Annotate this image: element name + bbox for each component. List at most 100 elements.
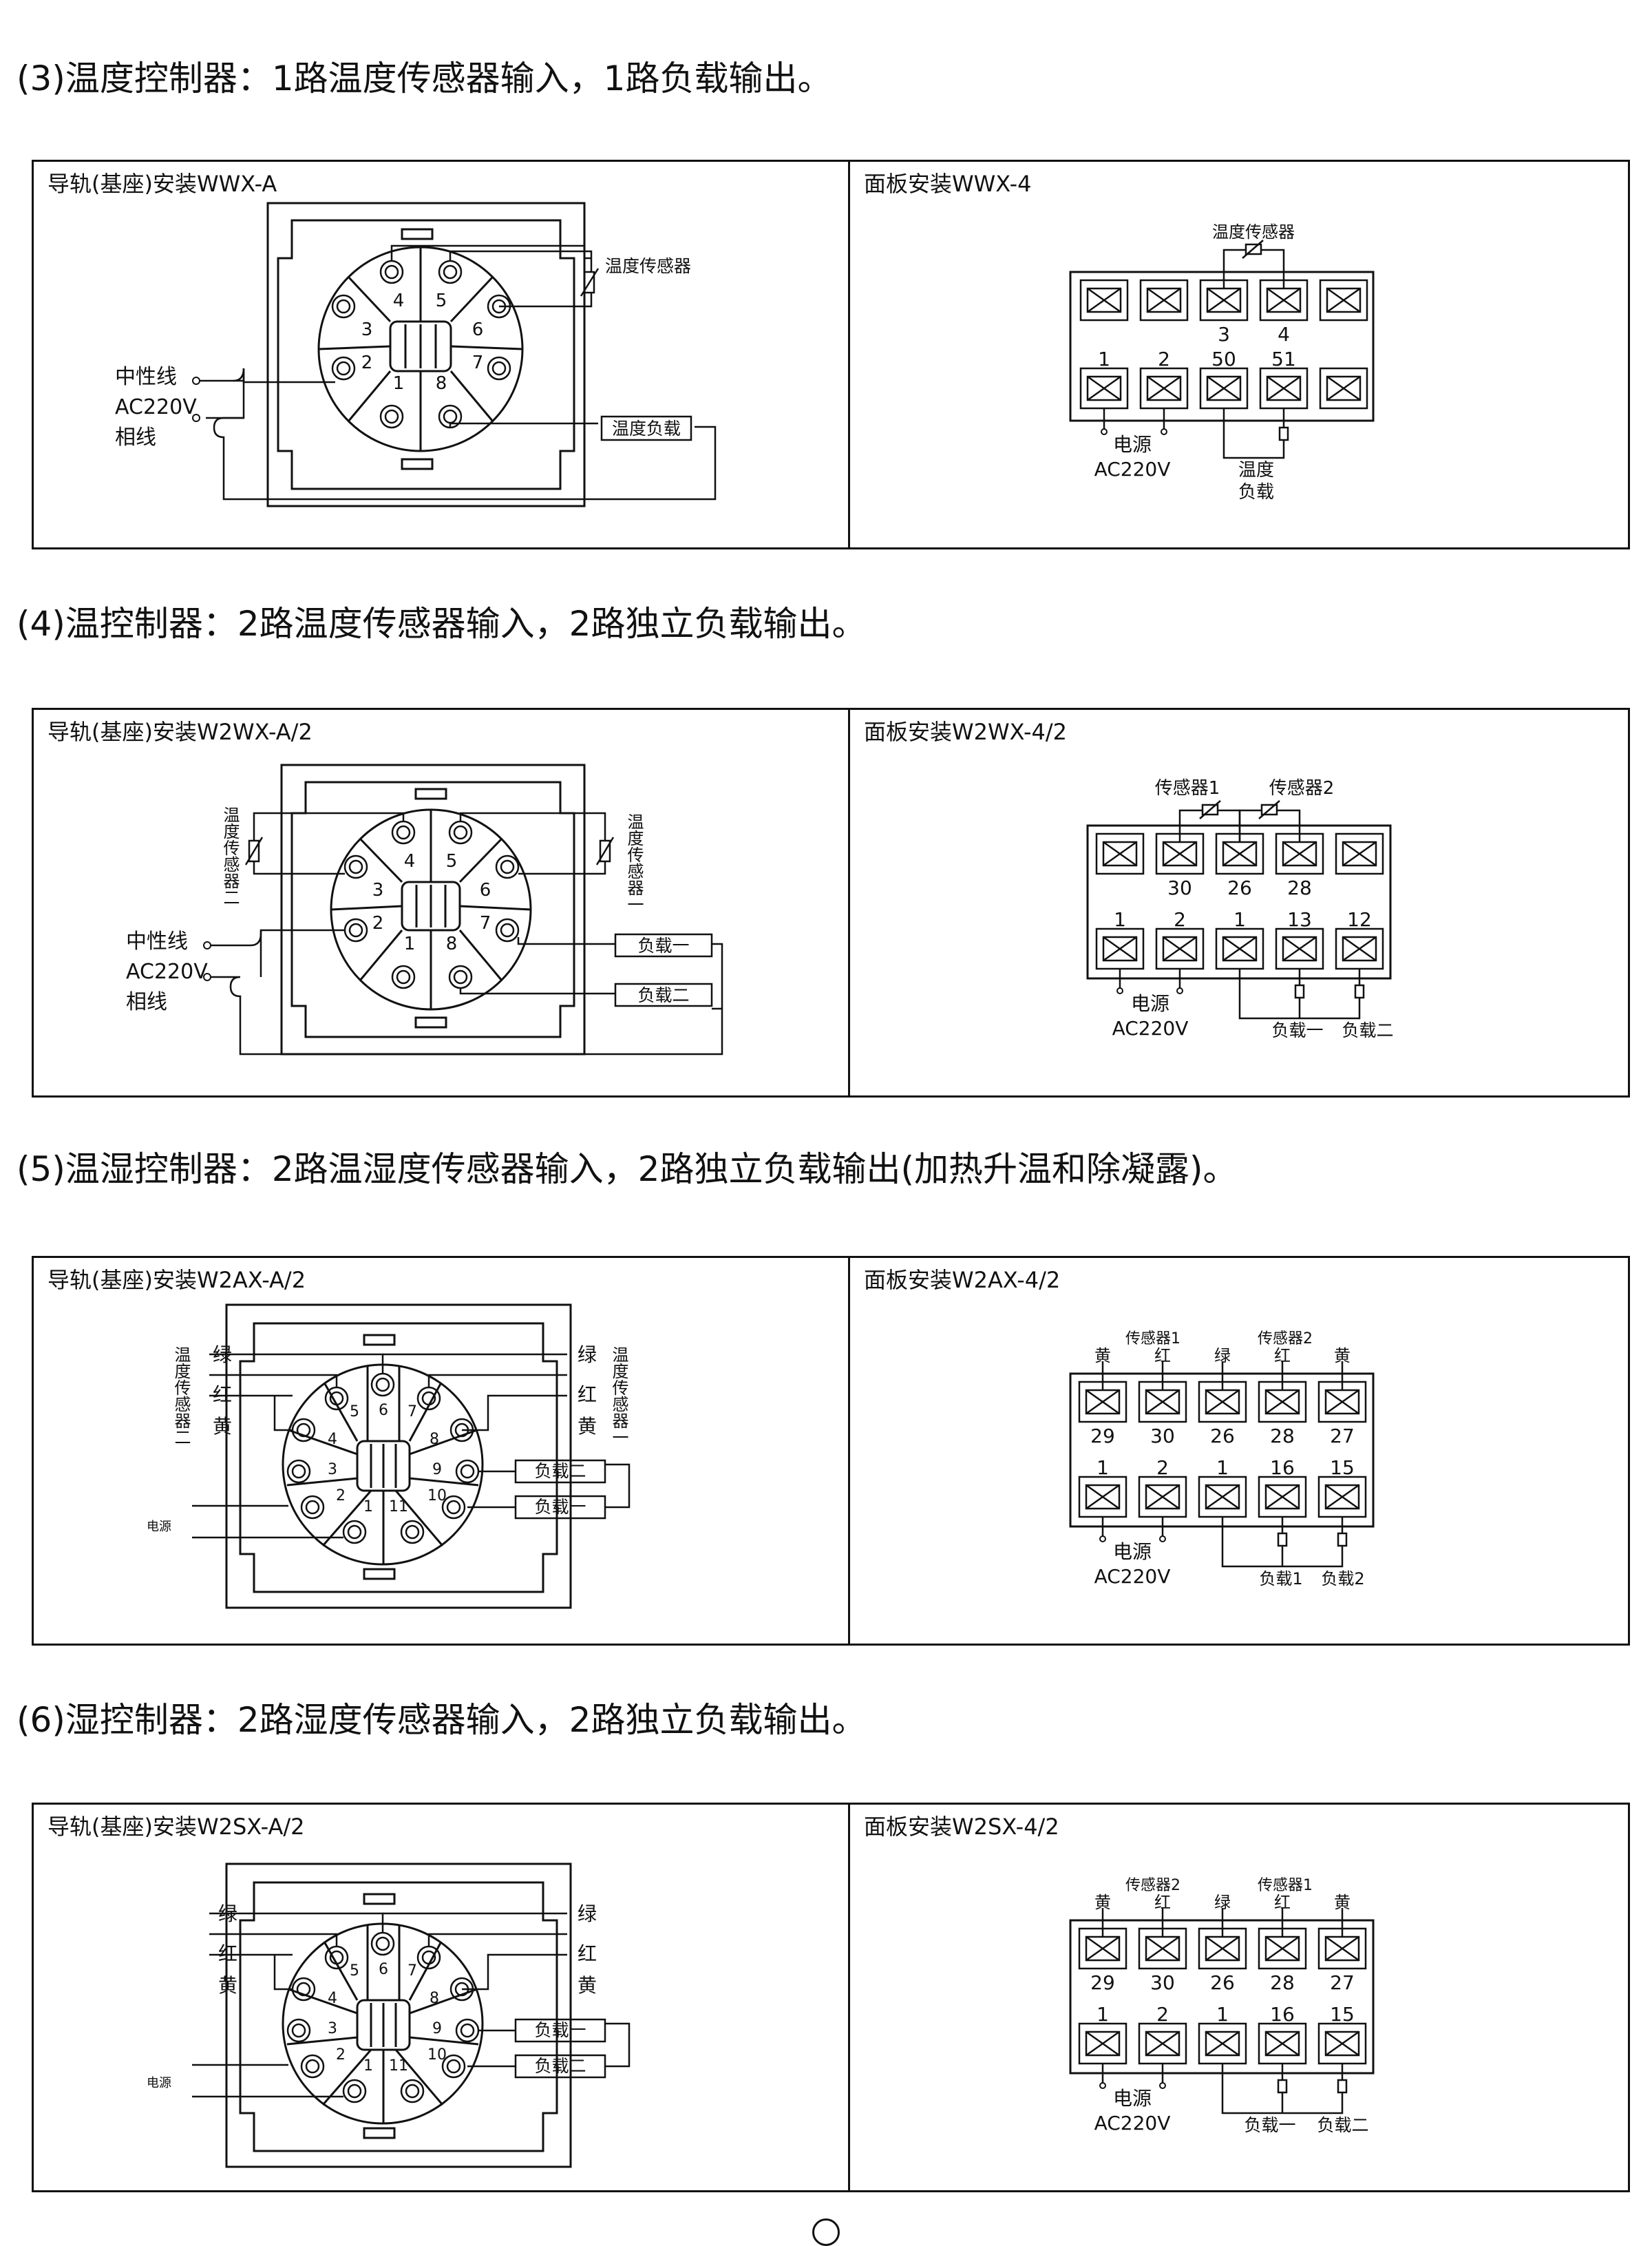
load-one-label: 负载一 bbox=[1271, 1020, 1323, 1040]
panel-title: 导轨(基座)安装WWX-A bbox=[47, 171, 277, 197]
terminal-number: 28 bbox=[1270, 1971, 1295, 1994]
load-two-label: 负载二 bbox=[637, 985, 689, 1005]
terminal-number: 30 bbox=[1150, 1425, 1175, 1447]
terminal-block bbox=[1069, 271, 1375, 422]
pin-number: 2 bbox=[336, 2046, 346, 2064]
pin-number: 3 bbox=[361, 319, 373, 340]
pin-number: 7 bbox=[407, 1403, 417, 1420]
load-one-box bbox=[514, 2018, 606, 2043]
panel-title: 导轨(基座)安装W2WX-A/2 bbox=[47, 719, 313, 745]
terminal-number: 29 bbox=[1090, 1971, 1115, 1994]
load-one-box bbox=[514, 1495, 606, 1520]
green-wire-label: 绿 bbox=[578, 1902, 597, 1925]
ac-label: AC220V bbox=[126, 960, 208, 984]
wire-color-label: 黄 bbox=[1334, 1893, 1351, 1912]
pin-number: 1 bbox=[363, 1498, 373, 1515]
thermistor-symbol bbox=[583, 271, 595, 294]
load-two-label: 负载二 bbox=[534, 2056, 586, 2076]
neutral-label: 中性线 bbox=[126, 930, 188, 954]
pin-number: 3 bbox=[328, 2020, 337, 2037]
wiring-diagram-8pin: 4 5 3 6 2 7 1 8 温度负载 bbox=[115, 202, 717, 507]
pin-number: 5 bbox=[350, 1962, 359, 1980]
terminal-number: 2 bbox=[1156, 1456, 1169, 1479]
terminal-number: 2 bbox=[1156, 2003, 1169, 2026]
rail-mount-diagram: 导轨(基座)安装W2AX-A/2 bbox=[34, 1258, 850, 1644]
load-two-label: 负载二 bbox=[534, 1461, 586, 1481]
sensor-label: 温度传感器 bbox=[1212, 222, 1295, 242]
terminal-number: 1 bbox=[1097, 1456, 1109, 1479]
terminal-number: 27 bbox=[1330, 1425, 1355, 1447]
bottom-terminals bbox=[1079, 367, 1368, 410]
rail-mount-diagram: 导轨(基座)安装W2SX-A/2 bbox=[34, 1805, 850, 2190]
wire-color-label: 红 bbox=[1274, 1346, 1291, 1365]
green-wire-label: 绿 bbox=[213, 1343, 232, 1366]
pin-number: 2 bbox=[361, 353, 373, 373]
terminal-number: 16 bbox=[1270, 2003, 1295, 2026]
sensor1-label: 传感器1 bbox=[1125, 1330, 1180, 1347]
section-4-diagram-row: 导轨(基座)安装W2WX-A/2 bbox=[32, 708, 1630, 1098]
pin-number: 6 bbox=[379, 1402, 388, 1419]
terminal-number: 3 bbox=[1218, 323, 1230, 346]
pin-number: 2 bbox=[336, 1487, 346, 1504]
load-one-label: 负载1 bbox=[1259, 1569, 1302, 1588]
pin-number: 7 bbox=[480, 913, 491, 934]
pin-number: 10 bbox=[427, 2046, 447, 2064]
panel-title: 面板安装WWX-4 bbox=[864, 171, 1032, 197]
phase-label: 相线 bbox=[115, 426, 156, 450]
pin-number: 4 bbox=[328, 1431, 337, 1448]
red-wire-label: 红 bbox=[578, 1383, 597, 1406]
load-two-label: 负载二 bbox=[1317, 2115, 1368, 2135]
base-slot-bottom bbox=[401, 458, 434, 470]
section-6-diagram-row: 导轨(基座)安装W2SX-A/2 bbox=[32, 1803, 1630, 2192]
terminal-number: 26 bbox=[1210, 1425, 1235, 1447]
sensor-two-label: 温度传感器二 bbox=[171, 1346, 191, 1445]
pin-number: 4 bbox=[328, 1990, 337, 2007]
power-label: 电源 bbox=[147, 2076, 171, 2090]
wires bbox=[1103, 240, 1289, 459]
sensor1-label: 传感器1 bbox=[1155, 778, 1220, 799]
power-label: 电源 bbox=[1131, 992, 1169, 1015]
terminal-block-diagram: 传感器1 传感器2 30 26 28 1 2 1 13 12 电源 AC220V… bbox=[1086, 778, 1394, 1040]
yellow-wire-label: 黄 bbox=[218, 1974, 237, 1997]
sensor2-label: 传感器2 bbox=[1125, 1877, 1180, 1894]
ac-label: AC220V bbox=[1094, 2112, 1171, 2134]
pin-number: 8 bbox=[436, 373, 447, 394]
wire-color-label: 红 bbox=[1154, 1346, 1171, 1365]
wiring-diagram-11pin: 6 5 7 4 8 3 9 2 10 1 11 bbox=[147, 1862, 631, 2168]
panel-title: 面板安装W2AX-4/2 bbox=[864, 1267, 1061, 1293]
section-3-diagram-row: 导轨(基座)安装WWX-A bbox=[32, 160, 1630, 549]
terminal-number: 30 bbox=[1167, 877, 1192, 899]
section-3-heading: (3)温度控制器：1路温度传感器输入，1路负载输出。 bbox=[17, 59, 832, 98]
pin-number: 8 bbox=[446, 934, 458, 954]
wire-color-label: 黄 bbox=[1334, 1346, 1351, 1365]
terminal-number: 1 bbox=[1114, 908, 1126, 931]
load-one-label: 负载一 bbox=[534, 1497, 586, 1517]
terminal-number: 30 bbox=[1150, 1971, 1175, 1994]
power-label: 电源 bbox=[1113, 2087, 1152, 2110]
pin-number: 10 bbox=[427, 1487, 447, 1504]
panel-mount-diagram: 面板安装W2AX-4/2 传感器1 bbox=[850, 1258, 1628, 1644]
terminal-block-diagram: 温度传感器 3 4 1 2 50 51 电源 AC220V 温度 负载 bbox=[1069, 222, 1375, 503]
terminal-number: 28 bbox=[1270, 1425, 1295, 1447]
pin-number: 8 bbox=[430, 1990, 439, 2007]
terminal-number: 2 bbox=[1158, 348, 1170, 370]
load-label: 温度 bbox=[1238, 460, 1274, 481]
load-label: 负载 bbox=[1238, 482, 1274, 503]
pin-number: 3 bbox=[328, 1461, 337, 1478]
pin-number: 9 bbox=[432, 1461, 442, 1478]
power-label: 电源 bbox=[1113, 1540, 1152, 1563]
pin-number: 1 bbox=[363, 2057, 373, 2075]
socket-base-outer bbox=[280, 764, 586, 1056]
pin-number: 1 bbox=[393, 373, 405, 394]
load-one-label: 负载一 bbox=[1244, 2115, 1295, 2135]
wire-color-label: 红 bbox=[1154, 1893, 1171, 1912]
terminal-number: 1 bbox=[1216, 1456, 1229, 1479]
load-label: 温度负载 bbox=[612, 419, 681, 439]
terminal-number: 51 bbox=[1271, 348, 1296, 370]
pin-number: 11 bbox=[389, 1498, 408, 1515]
pin-number: 5 bbox=[446, 851, 458, 872]
pin-number: 4 bbox=[404, 851, 416, 872]
load-two-box bbox=[614, 983, 713, 1007]
pin-number: 5 bbox=[350, 1403, 359, 1420]
base-slot-top bbox=[401, 228, 434, 240]
